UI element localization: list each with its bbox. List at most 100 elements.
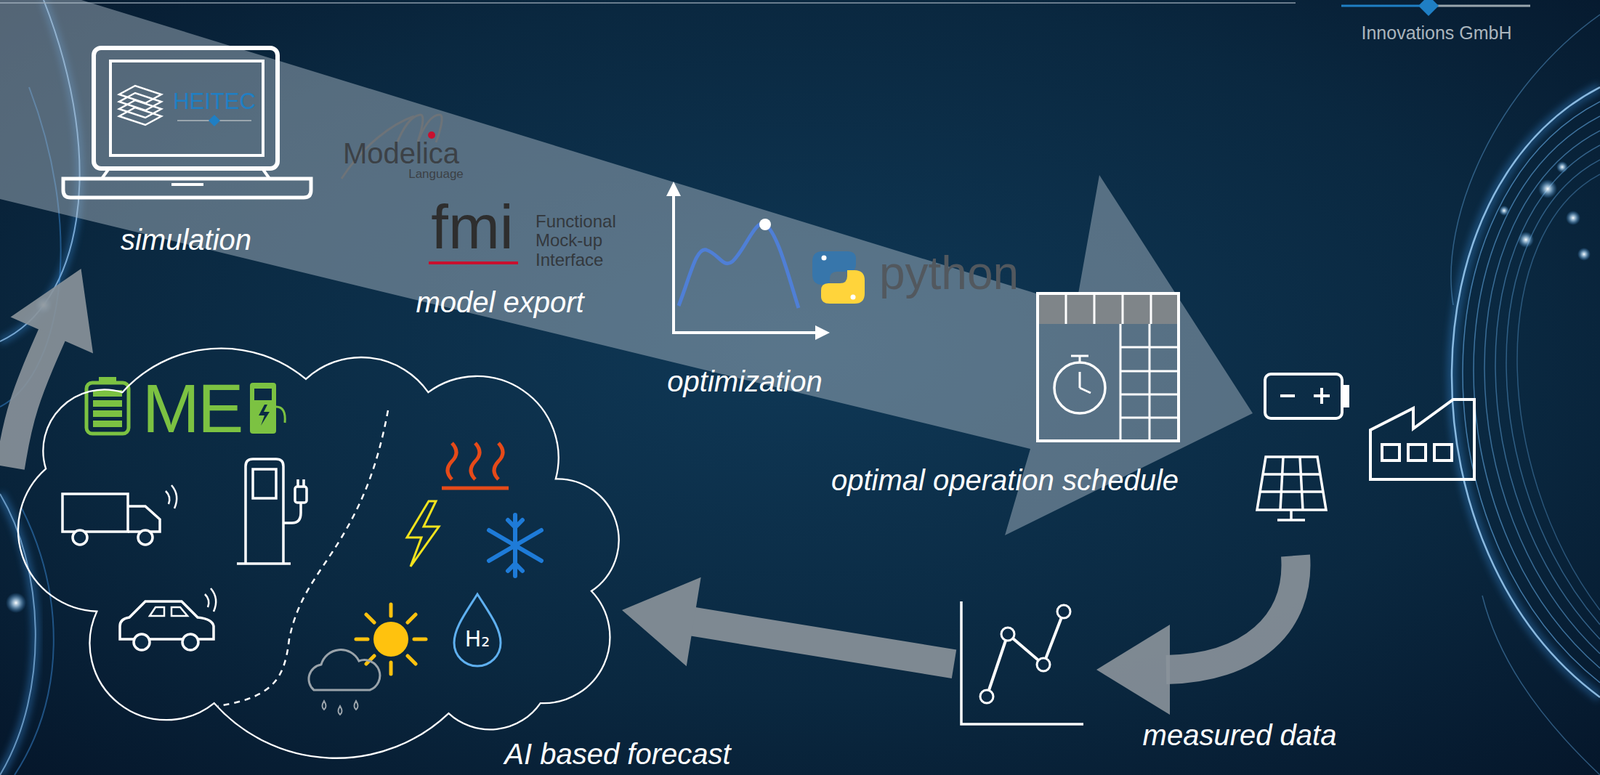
truck-icon-part (72, 530, 88, 545)
step-caption: measured data (1142, 718, 1337, 753)
ome-logo-icons-part (93, 390, 123, 397)
brand-logo-text: HEITEC (172, 87, 256, 115)
schedule-table-icon-part (1037, 293, 1179, 442)
left-glow-curves-part (0, 494, 36, 775)
measured-data-chart-part (1057, 605, 1071, 619)
ome-logo-icons-part (86, 382, 129, 434)
laptop-icon-part (63, 178, 311, 198)
snowflake-icon (489, 515, 542, 577)
right-glow-curves (1451, 14, 1600, 775)
schedule-table-icon (1037, 293, 1179, 442)
hydrogen-drop-icon (454, 594, 501, 667)
right-glow-curves-part (1495, 145, 1600, 640)
truck-icon-part (138, 530, 153, 545)
measured-data-chart-part (1036, 658, 1050, 672)
fuel-pump-icon-part (236, 562, 291, 566)
fuel-pump-icon-part (297, 479, 304, 487)
right-glow-curves-part (1473, 116, 1600, 669)
right-glow-curves-part (1499, 205, 1510, 216)
lightning-icon (406, 501, 439, 567)
schedule-table-icon-part (1120, 324, 1150, 442)
modelica-swoosh-part (417, 114, 442, 143)
ome-logo-icons-part (258, 404, 270, 426)
fuel-pump-icon (236, 459, 307, 564)
flow-arrow-head (621, 577, 702, 667)
fmi-underline (428, 263, 519, 264)
measured-data-chart-part (980, 690, 994, 704)
python-logo-part (821, 255, 827, 261)
process-step: optimal operation schedule (825, 287, 1192, 503)
process-step: model export (406, 130, 647, 325)
python-logo-part (850, 295, 856, 301)
optimization-chart-part (666, 181, 681, 197)
forecast-cloud: AI based forecast (10, 341, 622, 762)
right-glow-curves-part (1556, 161, 1569, 173)
ome-logo-icons-part (93, 400, 123, 407)
truck-icon-part (127, 506, 160, 532)
factory-icon (1370, 399, 1475, 480)
ome-logo-icons-part (93, 420, 123, 428)
laptop-icon-part (110, 61, 264, 156)
rain-icon-part (308, 650, 381, 691)
right-glow-curves-part (1517, 231, 1534, 248)
measured-data-chart-part (986, 611, 1064, 697)
project-logo-text: ME (142, 366, 242, 450)
solar-panel-icon (1257, 457, 1327, 521)
right-glow-curves-part (1506, 159, 1600, 625)
heitec-underline-part (208, 114, 221, 127)
heat-icon-part (470, 443, 480, 480)
solar-panel-icon-part (1280, 457, 1303, 511)
rain-icon (308, 650, 381, 715)
snowflake-icon-part (489, 515, 542, 577)
heat-icon (441, 443, 509, 489)
sun-icon-part (356, 604, 426, 675)
feedback-arrow-part (1096, 624, 1170, 715)
schedule-table-icon-part (1071, 356, 1091, 394)
optimization-chart-part (678, 223, 799, 309)
heat-icon-part (494, 443, 503, 480)
car-icon-part (149, 607, 188, 617)
cloud-outline-path (18, 348, 620, 759)
python-logo (812, 251, 865, 304)
laptop-icon (63, 47, 311, 198)
process-step: optimization (661, 185, 829, 404)
flow-arrow (10, 268, 94, 468)
schedule-table-icon-part (1037, 293, 1179, 325)
right-glow-curves-part (1482, 595, 1600, 775)
company-logo-mark-part (1418, 0, 1439, 16)
schedule-table-icon-part (1065, 293, 1151, 325)
tool-logo-text: Modelica (342, 135, 460, 171)
right-glow-curves-part (1451, 14, 1600, 306)
tool-logo-subtext: Functional Mock-up Interface (535, 212, 645, 270)
measured-data-chart-part (961, 601, 1084, 725)
company-logo-mark-part (1341, 5, 1429, 8)
process-band-arrow (0, 0, 1253, 536)
fuel-pump-icon-part (245, 459, 284, 564)
company-name: Innovations GmbH (1360, 21, 1512, 44)
battery-icon-part (1280, 388, 1330, 404)
truck-icon-part (165, 485, 177, 509)
optimization-chart (666, 181, 830, 341)
heitec-books-icon-part (119, 85, 162, 104)
process-band-arrow-part (0, 0, 1253, 536)
solar-panel-icon-part (1259, 474, 1324, 492)
right-glow-curves-part (1538, 179, 1558, 199)
car-icon-part (133, 634, 150, 651)
cloud-outline (10, 341, 622, 762)
left-glow-curves-part (0, 494, 36, 775)
tool-logo-text: python (879, 245, 1019, 302)
right-glow-curves-part (1451, 87, 1600, 698)
right-glow-curves-part (1451, 87, 1600, 698)
car-icon-part (204, 588, 216, 612)
truck-icon-part (62, 494, 128, 532)
flow-arrow-body (10, 332, 54, 468)
optimization-chart-part (815, 325, 830, 341)
tool-logo-subtext: Language (408, 167, 464, 182)
battery-icon-part (1265, 374, 1343, 419)
solar-panel-icon-part (1257, 457, 1327, 511)
